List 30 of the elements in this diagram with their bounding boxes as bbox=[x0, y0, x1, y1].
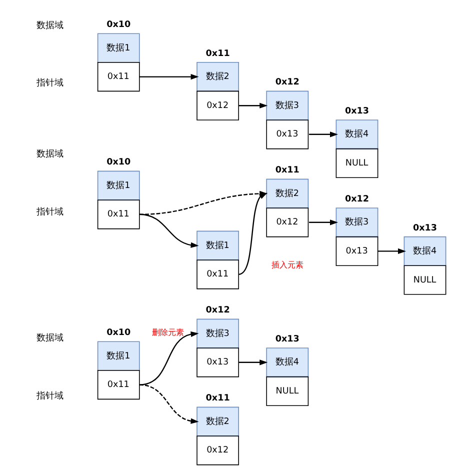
label: 指针域 bbox=[36, 391, 64, 402]
arrow bbox=[139, 331, 199, 386]
label: 指针域 bbox=[36, 207, 64, 218]
label: 数据域 bbox=[36, 150, 64, 160]
label: 数据域 bbox=[36, 334, 64, 344]
arrow bbox=[238, 192, 268, 275]
node-label: 0x11 bbox=[275, 166, 300, 176]
arrow bbox=[309, 220, 338, 226]
node-label: 0x13 bbox=[345, 106, 370, 116]
node-label: 0x10 bbox=[106, 20, 131, 30]
label: 指针域 bbox=[36, 78, 64, 88]
arrow bbox=[238, 102, 268, 108]
edge-label: 删除元素 bbox=[152, 328, 184, 338]
arrow bbox=[139, 74, 199, 80]
label: 插入元素 bbox=[271, 260, 304, 270]
node-label: 0x12 bbox=[275, 78, 300, 88]
arrow bbox=[309, 132, 338, 138]
arrow bbox=[238, 360, 268, 366]
node-label: 0x11 bbox=[206, 394, 230, 404]
label: 数据域 bbox=[36, 20, 64, 31]
arrow bbox=[139, 214, 199, 248]
node-label: 0x12 bbox=[345, 194, 370, 204]
arrow bbox=[139, 384, 199, 424]
node-label: 0x10 bbox=[106, 328, 131, 338]
arrow bbox=[378, 248, 406, 254]
node-label: 0x13 bbox=[413, 223, 438, 234]
node-label: 0x10 bbox=[106, 158, 131, 168]
node-label: 0x12 bbox=[206, 306, 230, 316]
node-label: 0x11 bbox=[206, 48, 230, 59]
node-label: 0x13 bbox=[275, 334, 300, 344]
